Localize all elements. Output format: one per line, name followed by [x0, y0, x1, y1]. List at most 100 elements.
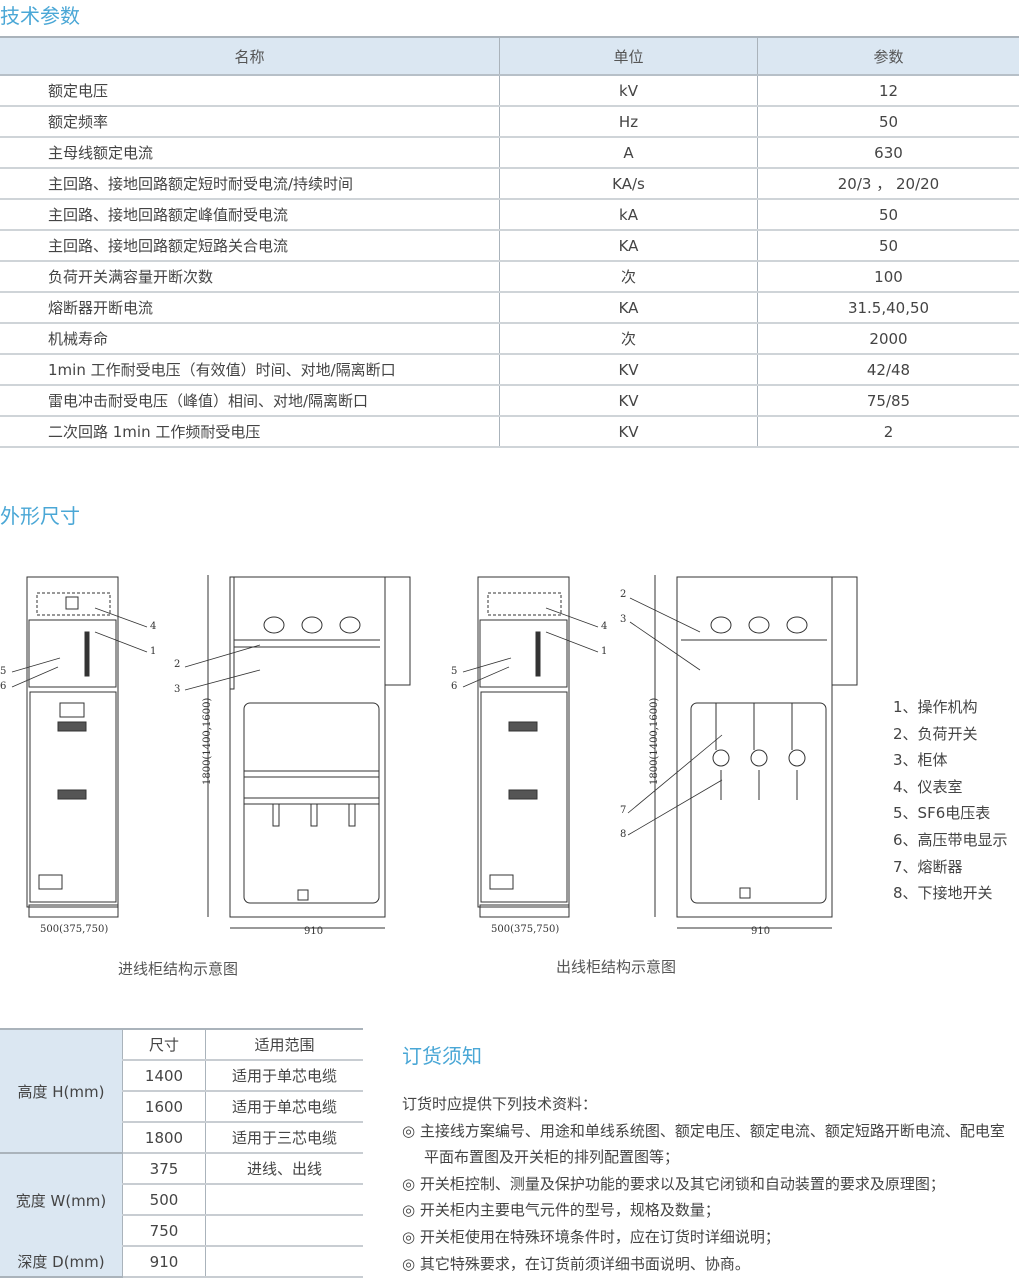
param-unit: KA: [499, 230, 758, 262]
depth-label: 深度 D(mm): [0, 1246, 123, 1278]
param-name: 主回路、接地回路额定峰值耐受电流: [0, 199, 500, 231]
legend-item: 1、操作机构: [893, 698, 978, 716]
scope-cell: 适用于单芯电缆: [205, 1091, 363, 1123]
header-value: 参数: [757, 36, 1019, 76]
param-unit: KV: [499, 385, 758, 417]
legend-item: 2、负荷开关: [893, 724, 978, 743]
scope-cell: [205, 1215, 363, 1247]
header-name: 名称: [0, 36, 500, 76]
spec-title: 技术参数: [0, 4, 80, 28]
scope-cell: 进线、出线: [205, 1153, 363, 1185]
param-unit: KV: [499, 416, 758, 448]
param-name: 额定电压: [0, 75, 500, 107]
param-value: 2000: [757, 323, 1019, 355]
outgoing-front-view: [477, 576, 570, 918]
outgoing-caption: 出线柜结构示意图: [556, 958, 677, 976]
order-item: ◎ 开关柜控制、测量及保护功能的要求以及其它闭锁和自动装置的要求及原理图；: [402, 1174, 945, 1193]
incoming-caption: 进线柜结构示意图: [118, 960, 239, 978]
front-width-dim: 500(375,750): [40, 924, 108, 935]
legend-item: 8、下接地开关: [893, 884, 993, 903]
size-cell: 1600: [122, 1091, 206, 1123]
callout-3: 3: [620, 614, 626, 625]
param-name: 额定频率: [0, 106, 500, 138]
param-unit: KA/s: [499, 168, 758, 200]
size-cell: 910: [122, 1246, 206, 1278]
incoming-side-view: [207, 575, 411, 929]
legend-item: 3、柜体: [893, 751, 948, 770]
param-value: 42/48: [757, 354, 1019, 386]
param-unit: kA: [499, 199, 758, 231]
order-item: ◎ 主接线方案编号、用途和单线系统图、额定电压、额定电流、额定短路开断电流、配电…: [402, 1121, 1005, 1167]
param-value: 100: [757, 261, 1019, 293]
header-scope: 适用范围: [205, 1028, 363, 1061]
scope-cell: [205, 1184, 363, 1216]
callout-7: 7: [620, 805, 626, 816]
param-value: 50: [757, 230, 1019, 262]
param-name: 二次回路 1min 工作频耐受电压: [0, 416, 500, 448]
callout-1: 1: [601, 646, 607, 657]
legend: 1、操作机构 2、负荷开关 3、柜体 4、仪表室 5、SF6电压表 6、高压带电…: [893, 694, 1008, 907]
param-unit: kV: [499, 75, 758, 107]
param-name: 主母线额定电流: [0, 137, 500, 169]
callout-5: 5: [0, 666, 6, 677]
param-name: 机械寿命: [0, 323, 500, 355]
param-value: 75/85: [757, 385, 1019, 417]
param-name: 1min 工作耐受电压（有效值）时间、对地/隔离断口: [0, 354, 500, 386]
height-dim: 1800(1400,1600): [649, 698, 660, 785]
side-width-dim: 910: [751, 926, 770, 937]
width-label: 宽度 W(mm): [0, 1153, 123, 1246]
order-notes: 订货须知 订货时应提供下列技术资料： ◎ 主接线方案编号、用途和单线系统图、额定…: [402, 1040, 1019, 1277]
legend-item: 4、仪表室: [893, 777, 963, 796]
legend-item: 6、高压带电显示: [893, 830, 1008, 849]
outline-title: 外形尺寸: [0, 504, 80, 528]
scope-cell: 适用于三芯电缆: [205, 1122, 363, 1154]
param-unit: 次: [499, 323, 758, 355]
legend-item: 7、熔断器: [893, 857, 963, 876]
callout-3: 3: [174, 684, 180, 695]
order-item: ◎ 开关柜使用在特殊环境条件时，应在订货时详细说明；: [402, 1227, 780, 1246]
outgoing-side-view: [654, 575, 858, 929]
size-cell: 750: [122, 1215, 206, 1247]
param-value: 31.5,40,50: [757, 292, 1019, 324]
order-item: ◎ 其它特殊要求，在订货前须详细书面说明、协商。: [402, 1254, 750, 1273]
param-unit: A: [499, 137, 758, 169]
callout-4: 4: [150, 621, 156, 632]
param-value: 12: [757, 75, 1019, 107]
callout-1: 1: [150, 646, 156, 657]
param-unit: KV: [499, 354, 758, 386]
param-name: 负荷开关满容量开断次数: [0, 261, 500, 293]
order-item: ◎ 开关柜内主要电气元件的型号，规格及数量；: [402, 1201, 720, 1220]
param-value: 50: [757, 199, 1019, 231]
param-value: 20/3 ， 20/20: [757, 168, 1019, 200]
header-size: 尺寸: [122, 1028, 206, 1061]
callout-2: 2: [174, 659, 180, 670]
size-cell: 1400: [122, 1060, 206, 1092]
height-label: 高度 H(mm): [0, 1028, 123, 1154]
front-width-dim: 500(375,750): [491, 924, 559, 935]
size-cell: 500: [122, 1184, 206, 1216]
incoming-front-view: [26, 576, 119, 918]
param-name: 雷电冲击耐受电压（峰值）相间、对地/隔离断口: [0, 385, 500, 417]
order-title: 订货须知: [402, 1044, 482, 1068]
param-value: 630: [757, 137, 1019, 169]
callout-6: 6: [451, 681, 457, 692]
param-name: 主回路、接地回路额定短路关合电流: [0, 230, 500, 262]
param-value: 2: [757, 416, 1019, 448]
param-name: 熔断器开断电流: [0, 292, 500, 324]
scope-cell: [205, 1246, 363, 1278]
cabinet-diagrams: 4 1 5 6 2 3 4 1 5 6 2 3 7 8 500(375,750)…: [0, 575, 858, 937]
callout-5: 5: [451, 666, 457, 677]
param-unit: Hz: [499, 106, 758, 138]
